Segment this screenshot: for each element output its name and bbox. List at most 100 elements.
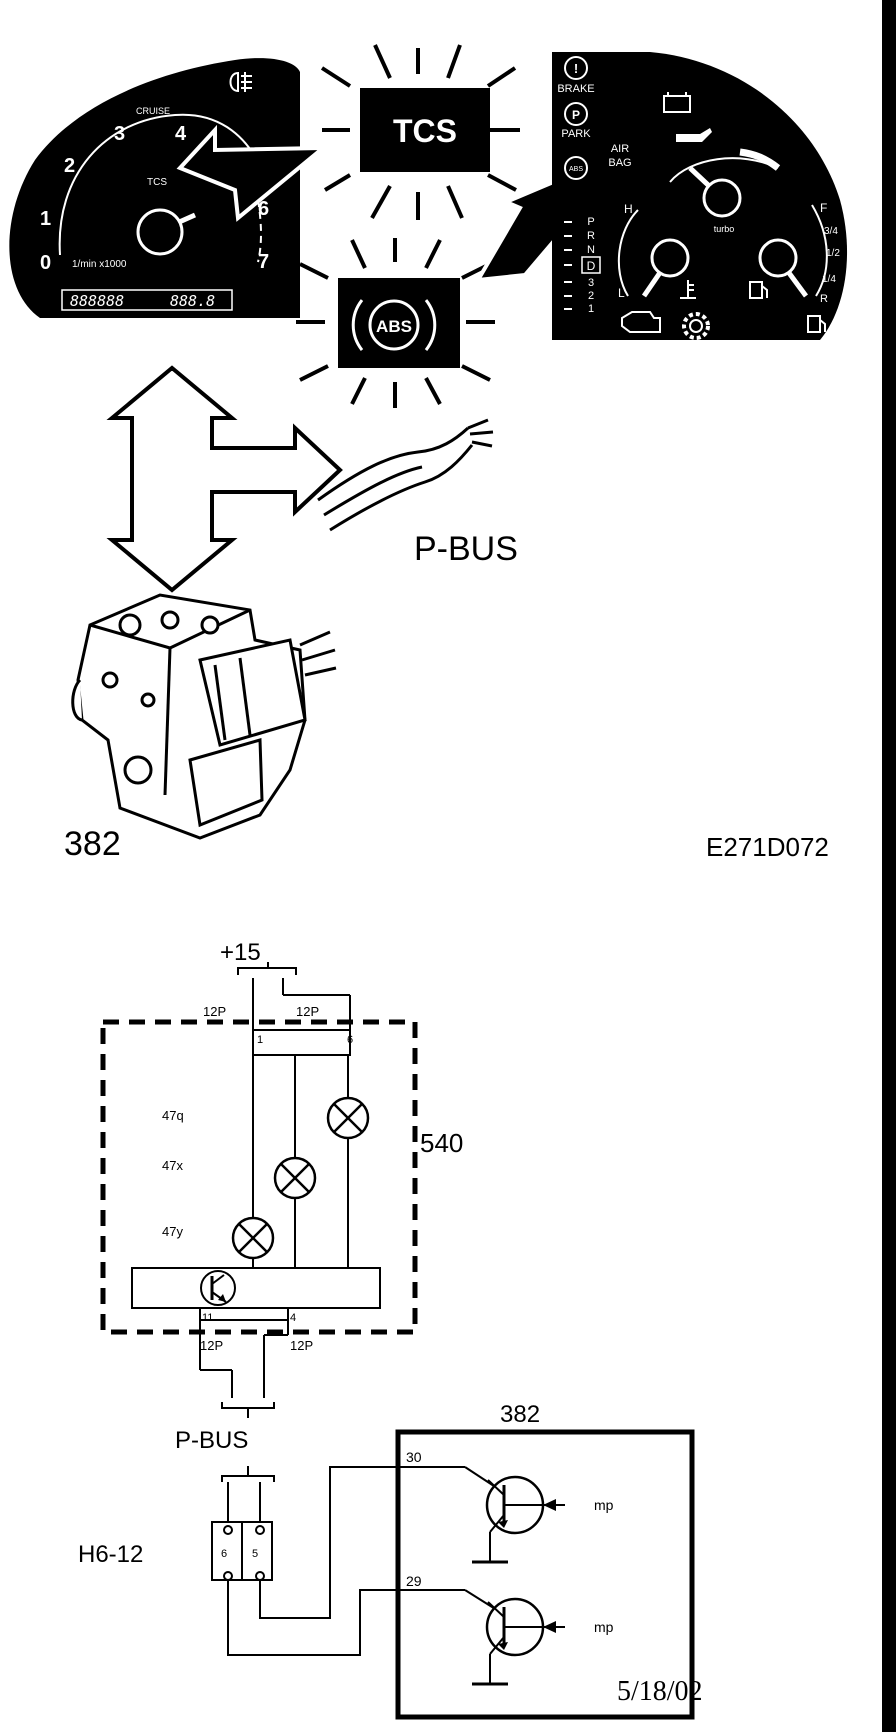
svg-text:2: 2 bbox=[588, 290, 594, 302]
figure-code: E271D072 bbox=[706, 832, 829, 862]
lamp-x-label: 47x bbox=[162, 1158, 183, 1173]
rpm-1: 1 bbox=[40, 208, 51, 230]
airbag-label-1: AIR bbox=[611, 143, 629, 155]
pbus-brace-bottom bbox=[221, 1466, 275, 1482]
abs-warning-lamp: ABS bbox=[296, 172, 583, 408]
lamp-q-label: 47q bbox=[162, 1108, 184, 1123]
tcs-cluster-label: TCS bbox=[147, 177, 167, 188]
svg-text:R: R bbox=[587, 230, 595, 242]
lamp-47y bbox=[231, 1216, 275, 1260]
left-cluster-body bbox=[9, 58, 301, 319]
park-brake-icon: P bbox=[564, 102, 588, 126]
connector-top-right: 12P bbox=[296, 1004, 319, 1019]
fuel-quarter-label: 1/4 bbox=[822, 274, 836, 285]
mp-lower-label: mp bbox=[594, 1619, 614, 1635]
fuel-reserve-label: R bbox=[820, 293, 828, 305]
tcs-lamp-box bbox=[360, 88, 490, 172]
temp-low-label: L bbox=[618, 286, 625, 300]
fuel-3q-label: 3/4 bbox=[824, 226, 838, 237]
fuel-gauge-scale bbox=[811, 204, 828, 297]
trip-value: 888.8 bbox=[170, 292, 215, 310]
wiring-schematic: +15 12P 12P 540 1 6 bbox=[78, 939, 703, 1720]
date-stamp: 5/18/02 bbox=[617, 1676, 703, 1707]
fuel-pump-icon bbox=[749, 281, 768, 299]
module-number-label: 382 bbox=[64, 825, 121, 863]
fog-lamp-icon bbox=[229, 71, 252, 93]
lamp-47x bbox=[273, 1156, 317, 1200]
cluster-ref-label: 540 bbox=[420, 1128, 463, 1158]
junction-pin-5: 5 bbox=[252, 1548, 258, 1560]
airbag-label-2: BAG bbox=[608, 157, 631, 169]
cruise-label: CRUISE bbox=[136, 106, 170, 116]
svg-text:!: ! bbox=[574, 61, 578, 76]
pbus-cable-illustration bbox=[317, 418, 494, 532]
fuel-full-label: F bbox=[820, 201, 827, 215]
module-pin-29: 29 bbox=[406, 1573, 422, 1589]
driver-transistor-symbol bbox=[200, 1270, 236, 1306]
battery-icon bbox=[663, 92, 691, 113]
odometer-value: 888888 bbox=[70, 292, 124, 310]
top-connector-block bbox=[252, 1029, 351, 1056]
rpm-0: 0 bbox=[40, 252, 51, 274]
svg-text:D: D bbox=[587, 259, 596, 273]
pin-6: 6 bbox=[347, 1034, 353, 1046]
pbus-schematic-label: P-BUS bbox=[175, 1427, 248, 1454]
right-instrument-cluster: ! BRAKE P PARK ABS AIR BAG turbo bbox=[552, 52, 848, 340]
pbus-brace-top bbox=[221, 1402, 275, 1418]
abs-light-rays bbox=[296, 238, 495, 408]
bus-communication-arrows bbox=[106, 365, 343, 593]
temp-high-label: H bbox=[624, 202, 633, 216]
junction-pin-6: 6 bbox=[221, 1548, 227, 1560]
fuel-hub bbox=[758, 238, 798, 278]
connector-bottom-right: 12P bbox=[290, 1338, 313, 1353]
svg-text:ABS: ABS bbox=[569, 166, 583, 173]
connector-top-left: 12P bbox=[203, 1004, 226, 1019]
pbus-cable-label: P-BUS bbox=[414, 530, 518, 568]
gear-position-indicator: P R N D 3 2 1 bbox=[564, 216, 601, 315]
oil-pressure-icon bbox=[676, 128, 712, 142]
park-label: PARK bbox=[561, 128, 591, 140]
svg-text:P: P bbox=[572, 108, 580, 122]
rpm-6: 6 bbox=[258, 198, 269, 220]
tcs-indicator-arrow bbox=[176, 124, 329, 222]
junction-connector-h6-12 bbox=[211, 1521, 273, 1581]
turbo-hub bbox=[702, 178, 742, 218]
page-edge-bar bbox=[882, 0, 896, 1732]
tcs-light-rays bbox=[320, 44, 520, 220]
coolant-temp-icon bbox=[680, 280, 696, 299]
tachometer-scale bbox=[58, 113, 263, 256]
temp-hub bbox=[650, 238, 690, 278]
connector-bottom-left: 12P bbox=[200, 1338, 223, 1353]
temp-gauge-scale bbox=[617, 209, 639, 297]
abs-lamp-text: ABS bbox=[376, 317, 412, 336]
rpm-unit-label: 1/min x1000 bbox=[72, 259, 127, 270]
fuel-half-label: 1/2 bbox=[826, 248, 840, 259]
abs-control-module-illustration bbox=[71, 593, 337, 840]
rpm-2: 2 bbox=[64, 155, 75, 177]
brake-label: BRAKE bbox=[557, 83, 594, 95]
svg-text:P: P bbox=[587, 216, 594, 228]
tcs-warning-lamp: TCS bbox=[320, 44, 520, 220]
check-engine-icon bbox=[621, 311, 661, 333]
module-pin-30: 30 bbox=[406, 1449, 422, 1465]
instrument-cluster-boundary bbox=[100, 1019, 418, 1335]
lamp-y-label: 47y bbox=[162, 1224, 183, 1239]
tcs-lamp-text: TCS bbox=[393, 113, 457, 149]
abs-lamp-box bbox=[338, 278, 460, 368]
abs-module-schematic-box bbox=[395, 1429, 695, 1720]
output-transistor-upper bbox=[464, 1466, 565, 1564]
abs-lamp-circle bbox=[368, 299, 420, 351]
rpm-4: 4 bbox=[175, 123, 187, 145]
pin-11: 11 bbox=[202, 1312, 213, 1324]
rpm-7: 7 bbox=[258, 251, 269, 273]
lamp-47q bbox=[326, 1096, 370, 1140]
tachometer-hub bbox=[136, 208, 184, 256]
vertical-double-arrow bbox=[106, 365, 343, 593]
svg-text:N: N bbox=[587, 244, 595, 256]
pin-4: 4 bbox=[290, 1312, 296, 1324]
rpm-3: 3 bbox=[114, 123, 125, 145]
left-instrument-cluster: 0 1 2 3 4 6 7 CRUISE TCS 1/min x1000 888… bbox=[9, 58, 329, 319]
svg-text:3: 3 bbox=[588, 277, 594, 289]
supply-brace bbox=[237, 962, 297, 975]
